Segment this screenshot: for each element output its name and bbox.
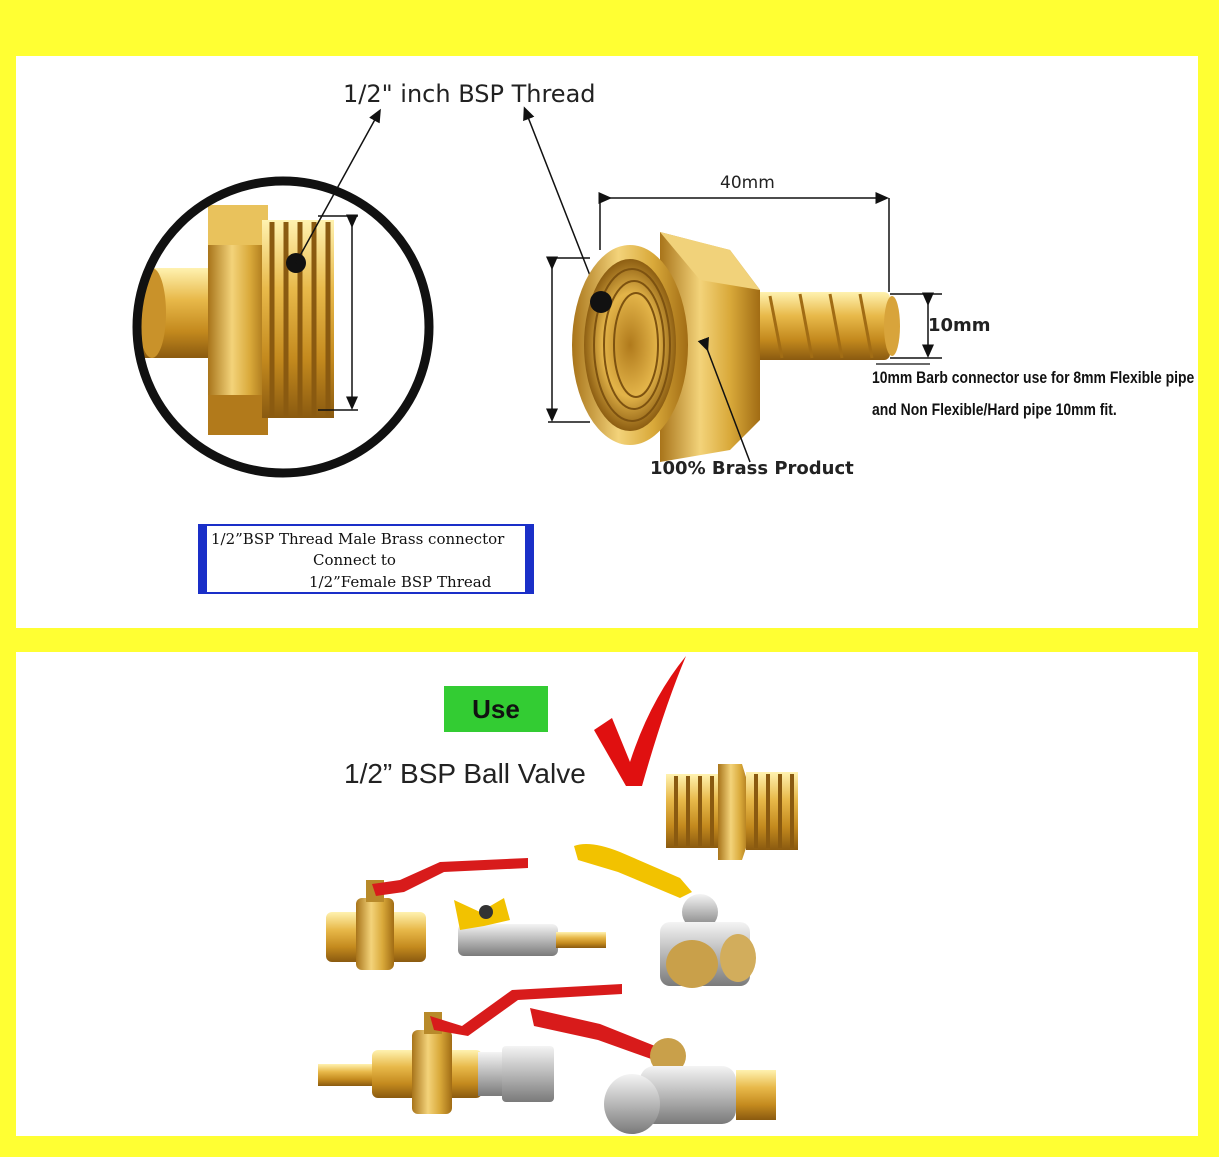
use-badge: Use [444, 686, 548, 732]
ball-valve-barb-red-lever [318, 984, 622, 1114]
male-thread-closeup [132, 176, 434, 478]
checkmark-icon [594, 656, 686, 786]
hex-nipple-fitting [666, 764, 798, 860]
ball-valve-label: 1/2” BSP Ball Valve [344, 758, 586, 789]
ball-valve-brass [326, 858, 528, 970]
female-barb-fitting [572, 232, 900, 462]
info-box-line-2: Connect to [313, 551, 396, 569]
ball-valve-yellow-handle [454, 898, 606, 956]
brass-product-label: 100% Brass Product [650, 458, 854, 479]
barb-dimension-label: 10mm [928, 315, 991, 336]
thread-size-label: 1/2" inch BSP Thread [343, 80, 596, 108]
length-dimension-label: 40mm [720, 173, 775, 193]
barb-note-line-2: and Non Flexible/Hard pipe 10mm fit. [872, 400, 1117, 419]
info-box-line-1: 1/2”BSP Thread Male Brass connector [211, 530, 505, 548]
info-box-line-3: 1/2”Female BSP Thread [309, 573, 492, 591]
connector-info-box: 1/2”BSP Thread Male Brass connector Conn… [198, 524, 534, 594]
ball-valve-yellow-lever [574, 844, 756, 988]
ball-valve-chrome-tap [530, 1008, 776, 1134]
barb-note-line-1: 10mm Barb connector use for 8mm Flexible… [872, 368, 1195, 387]
